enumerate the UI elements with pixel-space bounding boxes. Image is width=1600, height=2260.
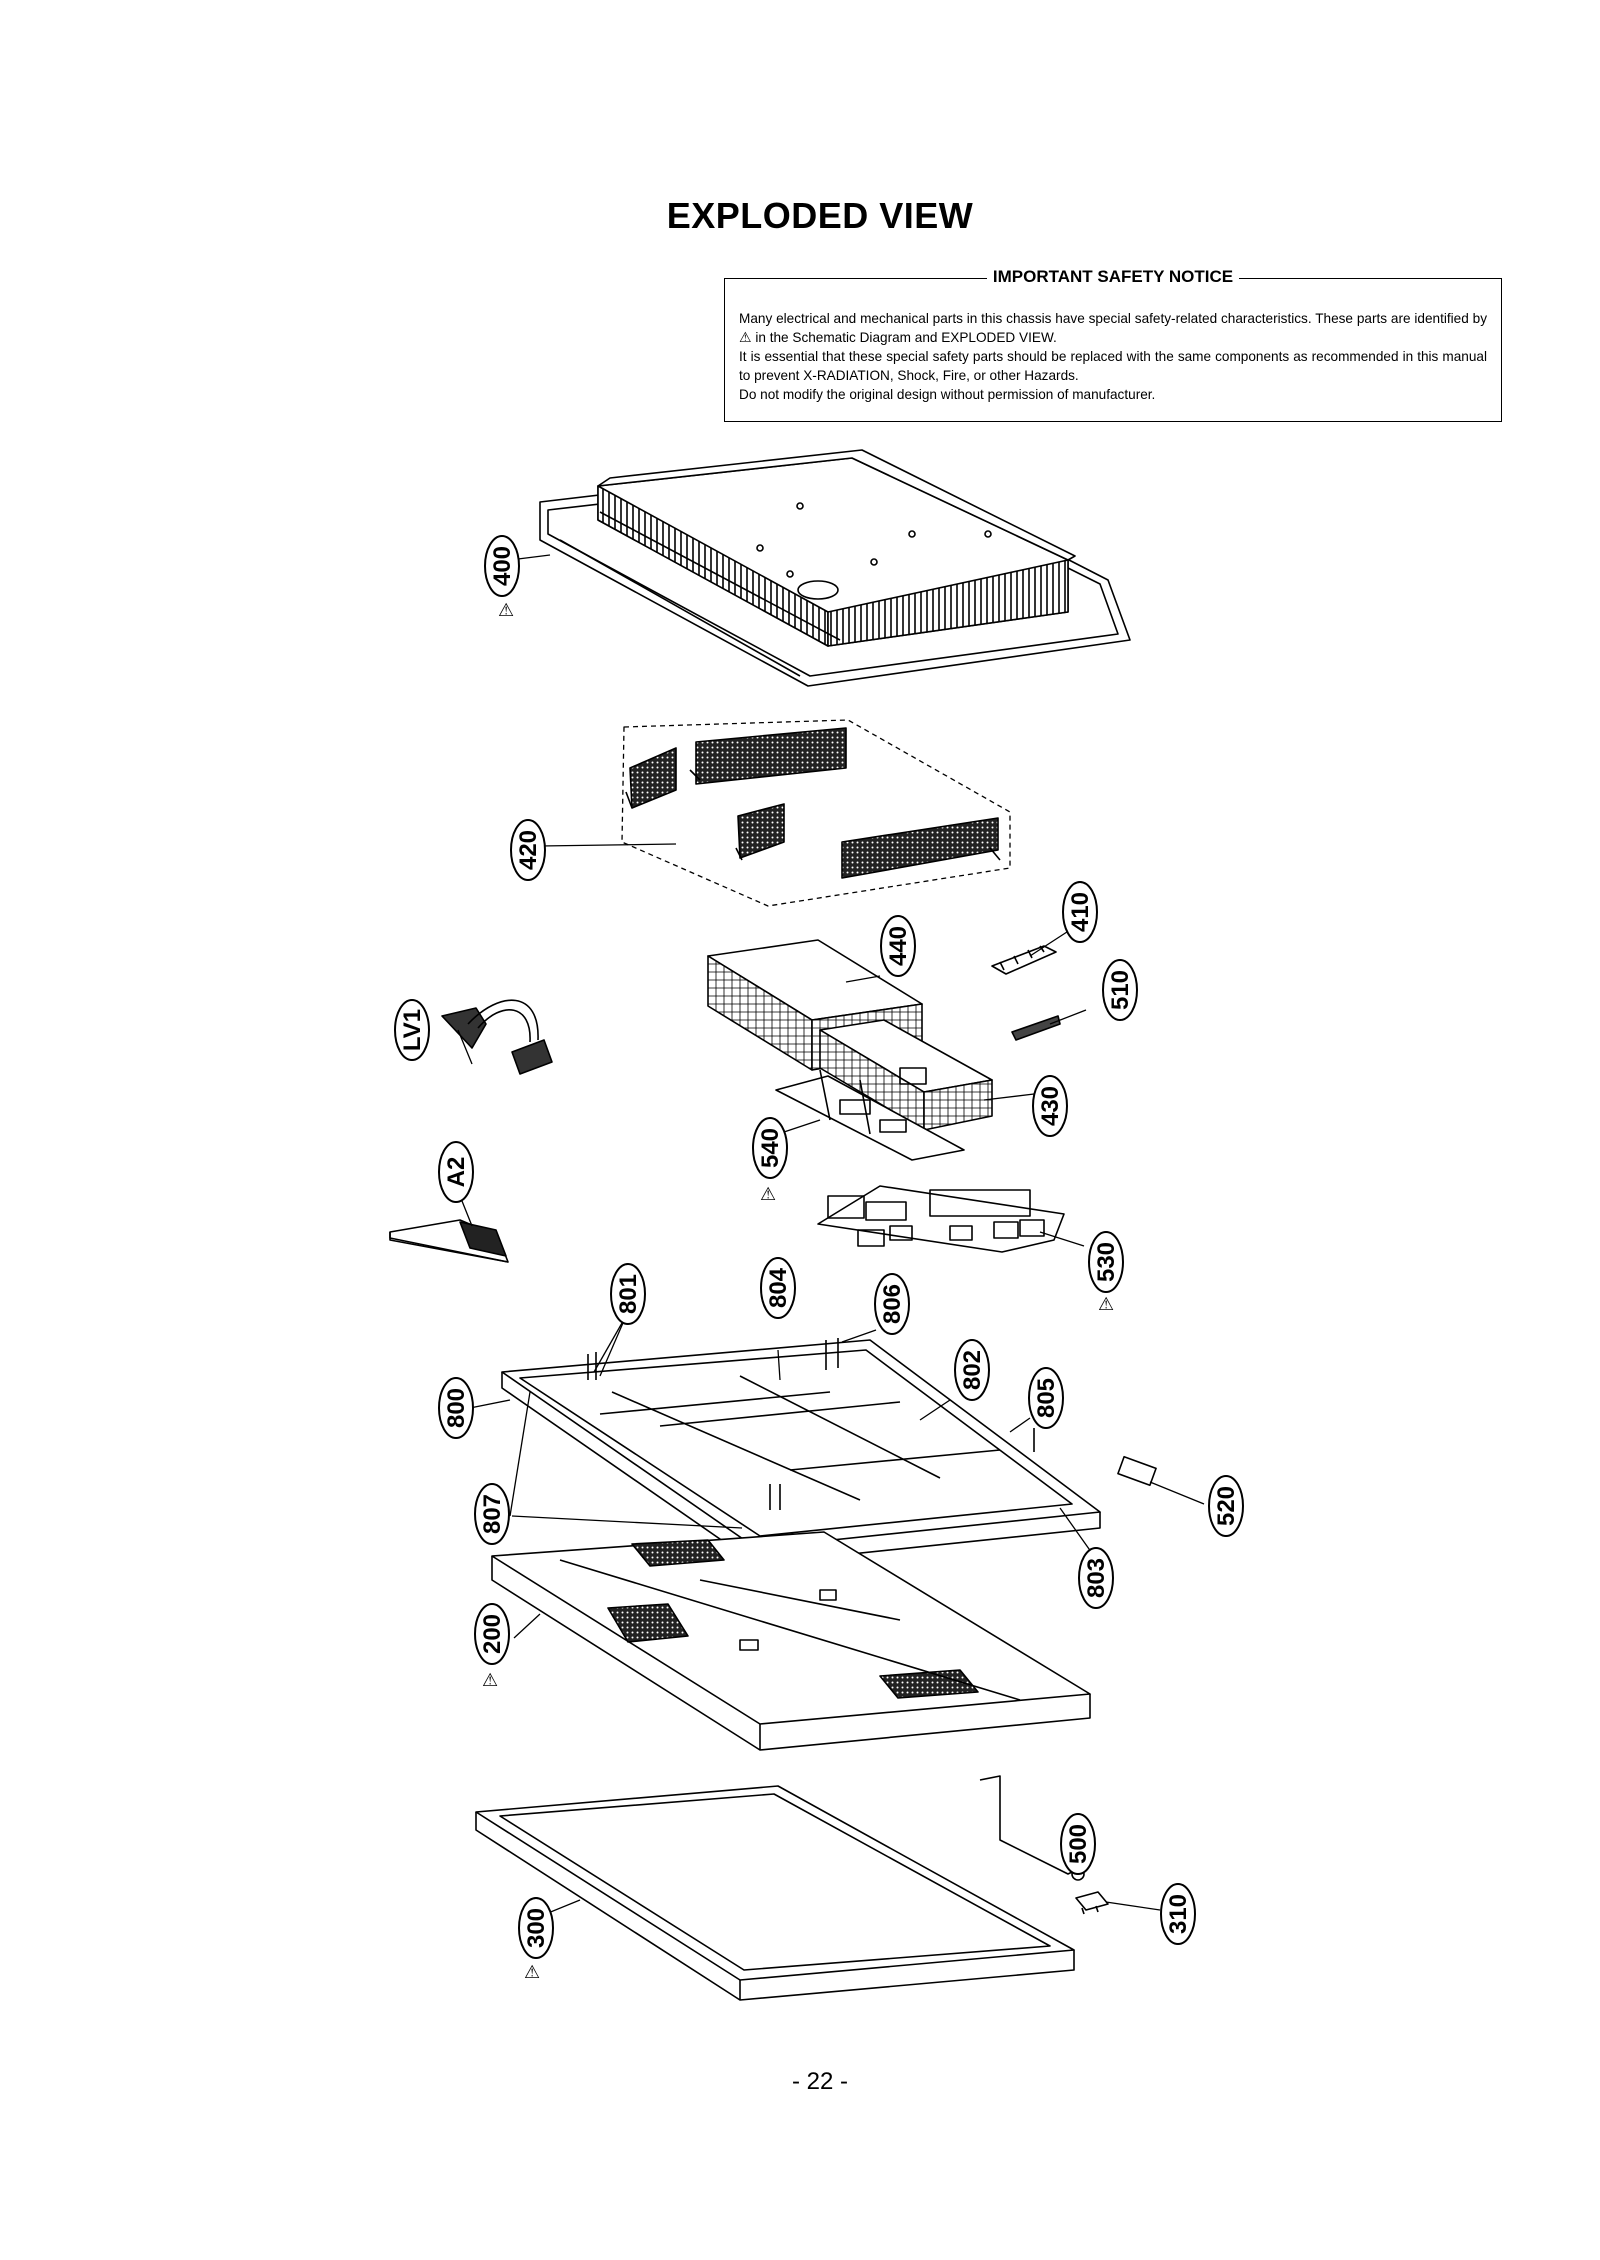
callout-800: 800 bbox=[438, 1377, 474, 1439]
svg-text:400: 400 bbox=[489, 546, 516, 586]
page-number: - 22 - bbox=[791, 2068, 848, 2095]
svg-text:300: 300 bbox=[523, 1908, 550, 1948]
safety-notice-line1: Many electrical and mechanical parts in … bbox=[739, 311, 1487, 345]
svg-text:430: 430 bbox=[1037, 1086, 1064, 1126]
callout-420: 420 bbox=[510, 819, 546, 881]
warning-triangle-icon: ⚠ bbox=[498, 600, 514, 621]
back-cover-part bbox=[539, 449, 1131, 687]
svg-text:440: 440 bbox=[885, 926, 912, 966]
callout-430: 430 bbox=[1032, 1075, 1068, 1137]
callout-a2: A2 bbox=[438, 1141, 474, 1203]
svg-text:310: 310 bbox=[1165, 1894, 1192, 1934]
svg-text:806: 806 bbox=[879, 1284, 906, 1324]
svg-text:801: 801 bbox=[615, 1274, 642, 1314]
svg-text:800: 800 bbox=[443, 1388, 470, 1428]
interface-board-part bbox=[775, 1069, 965, 1161]
svg-text:520: 520 bbox=[1213, 1486, 1240, 1526]
small-board-510-part bbox=[1011, 1015, 1061, 1041]
callout-200: 200 bbox=[474, 1603, 510, 1665]
small-board-410-part bbox=[991, 945, 1057, 975]
svg-text:805: 805 bbox=[1033, 1378, 1060, 1418]
svg-text:540: 540 bbox=[757, 1128, 784, 1168]
svg-text:200: 200 bbox=[479, 1614, 506, 1654]
stand-part-a2 bbox=[389, 1219, 509, 1263]
callout-400: 400 bbox=[484, 535, 520, 597]
callout-310: 310 bbox=[1160, 1883, 1196, 1945]
safety-notice-heading: IMPORTANT SAFETY NOTICE bbox=[986, 267, 1240, 286]
warning-triangle-icon: ⚠ bbox=[739, 329, 752, 345]
safety-notice-line3: Do not modify the original design withou… bbox=[739, 387, 1156, 402]
svg-text:802: 802 bbox=[959, 1350, 986, 1390]
callout-520: 520 bbox=[1208, 1475, 1244, 1537]
svg-text:804: 804 bbox=[765, 1267, 792, 1308]
warning-triangle-icon: ⚠ bbox=[482, 1670, 498, 1691]
callout-806: 806 bbox=[874, 1273, 910, 1335]
callout-300: 300 bbox=[518, 1897, 554, 1959]
callout-440: 440 bbox=[880, 915, 916, 977]
lvds-cable-part bbox=[441, 999, 553, 1075]
warning-triangle-icon: ⚠ bbox=[760, 1184, 776, 1205]
safety-notice-line2: It is essential that these special safet… bbox=[739, 349, 1487, 383]
page-title: EXPLODED VIEW bbox=[666, 195, 974, 236]
callout-540: 540 bbox=[752, 1117, 788, 1179]
callout-802: 802 bbox=[954, 1339, 990, 1401]
callout-807: 807 bbox=[474, 1483, 510, 1545]
warning-triangle-icon: ⚠ bbox=[524, 1962, 540, 1983]
callout-803: 803 bbox=[1078, 1547, 1114, 1609]
svg-text:420: 420 bbox=[515, 830, 542, 870]
svg-text:LV1: LV1 bbox=[399, 1009, 426, 1051]
callout-801: 801 bbox=[610, 1263, 646, 1325]
callout-lv1: LV1 bbox=[394, 999, 430, 1061]
svg-text:530: 530 bbox=[1093, 1242, 1120, 1282]
svg-text:807: 807 bbox=[479, 1494, 506, 1534]
svg-text:510: 510 bbox=[1107, 970, 1134, 1010]
svg-text:410: 410 bbox=[1067, 892, 1094, 932]
svg-text:A2: A2 bbox=[443, 1157, 470, 1188]
callout-530: 530 bbox=[1088, 1231, 1124, 1293]
svg-text:500: 500 bbox=[1065, 1824, 1092, 1864]
callout-410: 410 bbox=[1062, 881, 1098, 943]
main-board-shield-part bbox=[819, 1019, 993, 1131]
shield-panels-part bbox=[621, 719, 1011, 907]
safety-notice-text: Many electrical and mechanical parts in … bbox=[739, 309, 1487, 404]
callout-510: 510 bbox=[1102, 959, 1138, 1021]
chassis-frame-part bbox=[501, 1338, 1157, 1565]
sensor-bracket-part bbox=[1075, 1891, 1109, 1915]
callout-500: 500 bbox=[1060, 1813, 1096, 1875]
safety-warning-symbols: ⚠ ⚠ ⚠ ⚠ ⚠ bbox=[482, 600, 1114, 1983]
warning-triangle-icon: ⚠ bbox=[1098, 1294, 1114, 1315]
safety-notice-box: IMPORTANT SAFETY NOTICE Many electrical … bbox=[724, 267, 1502, 422]
callout-805: 805 bbox=[1028, 1367, 1064, 1429]
callout-804: 804 bbox=[760, 1257, 796, 1319]
side-board-530-part bbox=[817, 1185, 1065, 1253]
display-panel-part bbox=[491, 1531, 1091, 1751]
front-bezel-part bbox=[475, 1785, 1075, 2001]
svg-text:803: 803 bbox=[1083, 1558, 1110, 1598]
leader-lines bbox=[457, 554, 1205, 1923]
